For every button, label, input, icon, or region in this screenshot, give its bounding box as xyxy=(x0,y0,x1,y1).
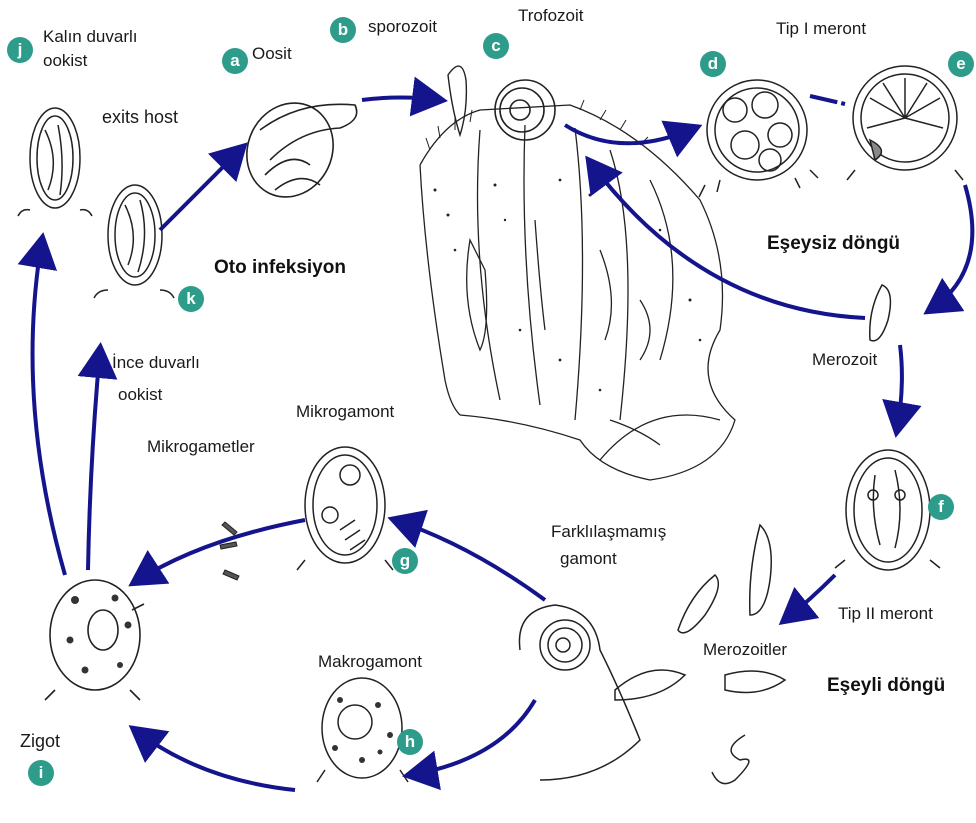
intestinal-epithelium xyxy=(420,100,735,480)
badge-d: d xyxy=(700,51,726,77)
badge-c: c xyxy=(483,33,509,59)
badge-j: j xyxy=(7,37,33,63)
badge-h: h xyxy=(397,729,423,755)
label-thick-wall-oocyst-line2: ookist xyxy=(43,51,87,71)
sporozoite-figure xyxy=(448,66,466,135)
label-merozoites: Merozoitler xyxy=(703,640,787,660)
badge-a: a xyxy=(222,48,248,74)
label-undifferentiated-gamont-line1: Farklılaşmamış xyxy=(551,522,666,542)
type-1-meront-d xyxy=(699,80,818,197)
badge-f: f xyxy=(928,494,954,520)
oocyst-figure-k xyxy=(94,185,174,298)
merozoite-figure xyxy=(870,285,891,341)
microgamont-g xyxy=(297,447,393,570)
badge-e: e xyxy=(948,51,974,77)
label-microgametes: Mikrogametler xyxy=(147,437,255,457)
thick-wall-oocyst-j xyxy=(18,108,92,216)
label-microgamont: Mikrogamont xyxy=(296,402,394,422)
label-asexual-cycle: Eşeysiz döngü xyxy=(767,234,900,254)
badge-g: g xyxy=(392,548,418,574)
type-1-meront-e xyxy=(847,66,963,180)
label-sexual-cycle: Eşeyli döngü xyxy=(827,676,945,696)
label-type-1-meront: Tip I meront xyxy=(776,19,866,39)
label-macrogamont: Makrogamont xyxy=(318,652,422,672)
label-zygote: Zigot xyxy=(20,731,60,751)
type-2-meront-f xyxy=(835,450,940,570)
label-undifferentiated-gamont-line2: gamont xyxy=(560,549,617,569)
microgametes xyxy=(220,522,239,580)
label-oocyst: Oosit xyxy=(252,44,292,64)
undifferentiated-gamont xyxy=(519,605,685,780)
label-thin-wall-oocyst-line2: ookist xyxy=(118,385,162,405)
label-sporozoite: sporozoit xyxy=(368,17,437,37)
oocyst-figure-a xyxy=(232,89,357,212)
label-auto-infection: Oto infeksiyon xyxy=(214,258,346,278)
trophozoite-figure xyxy=(495,80,555,140)
badge-k: k xyxy=(178,286,204,312)
label-thin-wall-oocyst-line1: İnce duvarlı xyxy=(112,353,200,373)
label-thick-wall-oocyst-line1: Kalın duvarlı xyxy=(43,27,138,47)
badge-i: i xyxy=(28,760,54,786)
zygote-i xyxy=(45,580,144,700)
macrogamont-h xyxy=(317,678,408,782)
label-exits-host: exits host xyxy=(102,107,178,127)
label-type-2-meront: Tip II meront xyxy=(838,604,933,624)
badge-b: b xyxy=(330,17,356,43)
label-merozoite: Merozoit xyxy=(812,350,877,370)
label-trophozoite: Trofozoit xyxy=(518,6,584,26)
